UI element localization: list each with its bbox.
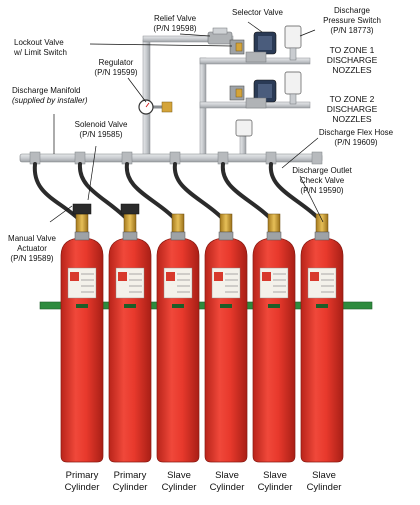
discharge-pressure-switch-line2: Pressure Switch	[323, 16, 381, 25]
lockout-valve-line1: Lockout Valve	[14, 38, 64, 47]
cylinder-5	[252, 213, 296, 463]
zone2-line2: DISCHARGE	[326, 104, 378, 114]
cylinder-caption-5-line2: Cylinder	[257, 482, 293, 493]
check-valve-label: Discharge Outlet Check Valve (P/N 19590)	[280, 166, 364, 196]
manual-actuator-pn: (P/N 19589)	[10, 254, 54, 263]
cylinder-caption-6-line1: Slave	[312, 470, 336, 481]
cylinder-caption-1-line1: Primary	[65, 470, 99, 481]
zone2-line1: TO ZONE 2	[329, 94, 375, 104]
solenoid-valve-label: Solenoid Valve (P/N 19585)	[66, 120, 136, 140]
cylinder-caption-6-line2: Cylinder	[306, 482, 342, 493]
relief-valve-pn: (P/N 19598)	[153, 24, 197, 33]
cylinder-caption-2: Primary Cylinder	[100, 470, 160, 494]
regulator-gauge-icon	[138, 99, 173, 115]
cylinder-1	[60, 203, 104, 463]
manual-actuator-label: Manual Valve Actuator (P/N 19589)	[0, 234, 64, 264]
discharge-flex-hose-title: Discharge Flex Hose	[318, 128, 394, 137]
lockout-valve-line2: w/ Limit Switch	[14, 48, 67, 57]
zone1-line2: DISCHARGE	[326, 55, 378, 65]
check-valve-pn: (P/N 19590)	[300, 186, 344, 195]
zone1-line1: TO ZONE 1	[329, 45, 375, 55]
solenoid-valve-title: Solenoid Valve	[74, 120, 128, 129]
cylinder-caption-2-line1: Primary	[113, 470, 147, 481]
cylinder-group	[60, 203, 344, 463]
discharge-manifold-note: (supplied by installer)	[12, 96, 88, 105]
cylinder-caption-4: Slave Cylinder	[197, 470, 257, 494]
zone1-label: TO ZONE 1 DISCHARGE NOZZLES	[312, 45, 392, 75]
discharge-pressure-switch-line1: Discharge	[333, 6, 370, 15]
cylinder-caption-2-line2: Cylinder	[112, 482, 148, 493]
discharge-pressure-switch-label: Discharge Pressure Switch (P/N 18773)	[314, 6, 390, 36]
cylinder-caption-4-line1: Slave	[215, 470, 239, 481]
discharge-manifold-title: Discharge Manifold	[12, 86, 81, 95]
discharge-manifold-label: Discharge Manifold (supplied by installe…	[12, 86, 88, 106]
cylinder-caption-6: Slave Cylinder	[294, 470, 354, 494]
selector-valve-label: Selector Valve	[232, 8, 283, 17]
manual-actuator-line1: Manual Valve	[8, 234, 56, 243]
zone2-line3: NOZZLES	[332, 114, 372, 124]
relief-valve-icon	[207, 27, 233, 45]
relief-valve-label: Relief Valve (P/N 19598)	[145, 14, 205, 34]
cylinder-caption-5-line1: Slave	[263, 470, 287, 481]
lockout-valve-icon	[229, 39, 245, 55]
regulator-title: Regulator	[98, 58, 134, 67]
cylinder-4	[204, 213, 248, 463]
manual-actuator-line2: Actuator	[17, 244, 47, 253]
zone2-label: TO ZONE 2 DISCHARGE NOZZLES	[312, 94, 392, 124]
regulator-pn: (P/N 19599)	[94, 68, 138, 77]
zone1-line3: NOZZLES	[332, 65, 372, 75]
cylinder-caption-4-line2: Cylinder	[209, 482, 245, 493]
cylinder-caption-3-line1: Slave	[167, 470, 191, 481]
check-valve-line1: Discharge Outlet	[292, 166, 352, 175]
selector-valve-zone1-icon	[245, 31, 277, 63]
cylinder-caption-3: Slave Cylinder	[149, 470, 209, 494]
regulator-label: Regulator (P/N 19599)	[86, 58, 146, 78]
discharge-flex-hose-label: Discharge Flex Hose (P/N 19609)	[308, 128, 404, 148]
pressure-switch-manifold-icon	[235, 119, 253, 137]
cylinder-6	[300, 213, 344, 463]
pressure-switch-zone1-icon	[284, 25, 302, 61]
discharge-manifold	[19, 151, 323, 165]
cylinder-caption-5: Slave Cylinder	[245, 470, 305, 494]
cylinder-3	[156, 213, 200, 463]
solenoid-valve-pn: (P/N 19585)	[79, 130, 123, 139]
relief-valve-title: Relief Valve	[153, 14, 197, 23]
flex-hoses	[32, 162, 324, 224]
discharge-flex-hose-pn: (P/N 19609)	[334, 138, 378, 147]
pressure-switch-zone2-icon	[284, 71, 302, 105]
selector-valve-zone2-icon	[229, 79, 277, 109]
discharge-pressure-switch-pn: (P/N 18773)	[330, 26, 374, 35]
cylinder-2	[108, 203, 152, 463]
check-valve-line2: Check Valve	[299, 176, 345, 185]
lockout-valve-label: Lockout Valve w/ Limit Switch	[14, 38, 67, 58]
cylinder-caption-1: Primary Cylinder	[52, 470, 112, 494]
cylinder-caption-1-line2: Cylinder	[64, 482, 100, 493]
cylinder-caption-3-line2: Cylinder	[161, 482, 197, 493]
